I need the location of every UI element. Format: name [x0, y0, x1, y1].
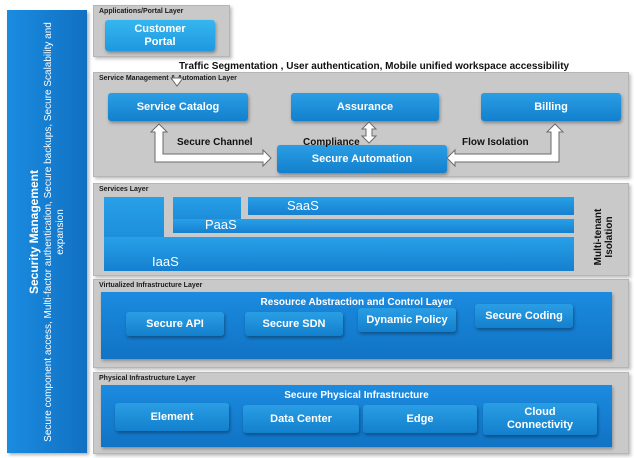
saas-label: SaaS	[287, 198, 319, 213]
secure-physical-infrastructure-title: Secure Physical Infrastructure	[284, 390, 429, 401]
physical-infrastructure-layer-title: Physical Infrastructure Layer	[99, 375, 196, 382]
secure-api-button[interactable]: Secure API	[126, 312, 224, 336]
secure-sdn-button[interactable]: Secure SDN	[245, 312, 343, 336]
element-button[interactable]: Element	[115, 403, 229, 431]
saas-block	[248, 197, 574, 215]
secure-channel-label: Secure Channel	[177, 137, 253, 148]
multi-tenant-isolation-label: Multi-tenant Isolation	[593, 208, 615, 266]
secure-automation-button[interactable]: Secure Automation	[277, 145, 447, 173]
virtualized-infrastructure-layer-title: Virtualized Infrastructure Layer	[99, 282, 203, 289]
applications-portal-layer-title: Applications/Portal Layer	[99, 8, 184, 15]
cloud-connectivity-button[interactable]: Cloud Connectivity	[483, 403, 597, 435]
iaas-block-horizontal	[104, 237, 574, 271]
resource-abstraction-title: Resource Abstraction and Control Layer	[260, 297, 453, 308]
customer-portal-button[interactable]: Customer Portal	[105, 20, 215, 51]
paas-label: PaaS	[205, 217, 237, 232]
data-center-button[interactable]: Data Center	[243, 405, 359, 433]
security-management-bar: Security Management Secure component acc…	[7, 10, 87, 453]
portal-arrow-icon	[170, 77, 184, 87]
iaas-label: IaaS	[152, 254, 179, 269]
flow-isolation-label: Flow Isolation	[462, 137, 529, 148]
billing-button[interactable]: Billing	[481, 93, 621, 121]
service-arrows	[149, 77, 565, 168]
edge-button[interactable]: Edge	[363, 405, 477, 433]
flow-isolation-arrow	[446, 123, 565, 168]
secure-coding-button[interactable]: Secure Coding	[475, 304, 573, 328]
security-management-subtitle: Secure component access, Multi-factor au…	[43, 21, 66, 442]
paas-block-horizontal	[173, 219, 574, 233]
services-layer-title: Services Layer	[99, 186, 149, 193]
traffic-note: Traffic Segmentation , User authenticati…	[179, 61, 570, 72]
security-management-title: Security Management	[27, 169, 41, 294]
service-management-layer-title: Service Management & Automation Layer	[99, 75, 237, 82]
service-catalog-button[interactable]: Service Catalog	[108, 93, 248, 121]
dynamic-policy-button[interactable]: Dynamic Policy	[358, 308, 456, 332]
compliance-arrow	[360, 121, 378, 144]
assurance-button[interactable]: Assurance	[291, 93, 439, 121]
secure-channel-arrow	[149, 123, 272, 168]
security-management-text: Security Management Secure component acc…	[27, 17, 67, 447]
compliance-label: Compliance	[303, 137, 360, 148]
